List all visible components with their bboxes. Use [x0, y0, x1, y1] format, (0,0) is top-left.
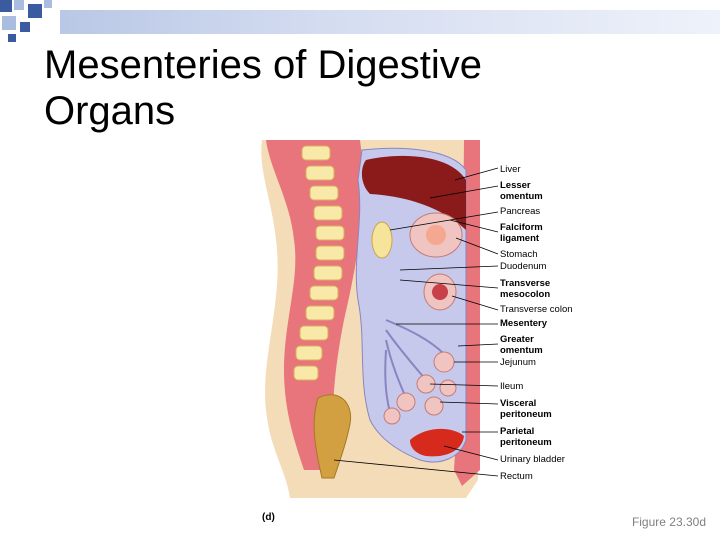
label-pancreas: Pancreas: [500, 206, 540, 217]
label-lesser-omentum-2: omentum: [500, 191, 543, 202]
header-gradient-bar: [60, 10, 720, 34]
mesenteries-diagram: Liver Lesser omentum Pancreas Falciform …: [230, 140, 610, 525]
slide-title-line-1: Mesenteries of Digestive: [44, 42, 564, 88]
label-falciform-1: Falciform: [500, 222, 543, 233]
label-urinary-bladder: Urinary bladder: [500, 454, 565, 465]
diagram-labels: Liver Lesser omentum Pancreas Falciform …: [500, 164, 573, 482]
corner-square-4: [44, 0, 52, 8]
slide-title-line-2: Organs: [44, 88, 564, 134]
label-jejunum: Jejunum: [500, 357, 536, 368]
corner-square-2: [14, 0, 24, 10]
figure-caption: Figure 23.30d: [632, 515, 706, 529]
slide-title: Mesenteries of Digestive Organs: [44, 42, 564, 134]
corner-square-6: [20, 22, 30, 32]
pancreas: [372, 222, 392, 258]
label-mesentery: Mesentery: [500, 318, 548, 329]
label-visceral-peritoneum-2: peritoneum: [500, 409, 552, 420]
label-liver: Liver: [500, 164, 521, 175]
label-parietal-peritoneum-2: peritoneum: [500, 437, 552, 448]
corner-square-7: [8, 34, 16, 42]
corner-square-1: [0, 0, 12, 12]
label-duodenum: Duodenum: [500, 261, 547, 272]
label-greater-omentum-1: Greater: [500, 334, 534, 345]
label-greater-omentum-2: omentum: [500, 345, 543, 356]
label-parietal-peritoneum-1: Parietal: [500, 426, 534, 437]
label-rectum: Rectum: [500, 471, 533, 482]
label-stomach: Stomach: [500, 249, 538, 260]
label-falciform-2: ligament: [500, 233, 540, 244]
label-lesser-omentum-1: Lesser: [500, 180, 531, 191]
label-visceral-peritoneum-1: Visceral: [500, 398, 536, 409]
corner-square-3: [28, 4, 42, 18]
label-transverse-colon: Transverse colon: [500, 304, 573, 315]
label-ileum: Ileum: [500, 381, 523, 392]
panel-label: (d): [262, 512, 275, 523]
label-transverse-mesocolon-2: mesocolon: [500, 289, 550, 300]
corner-square-5: [2, 16, 16, 30]
label-transverse-mesocolon-1: Transverse: [500, 278, 550, 289]
